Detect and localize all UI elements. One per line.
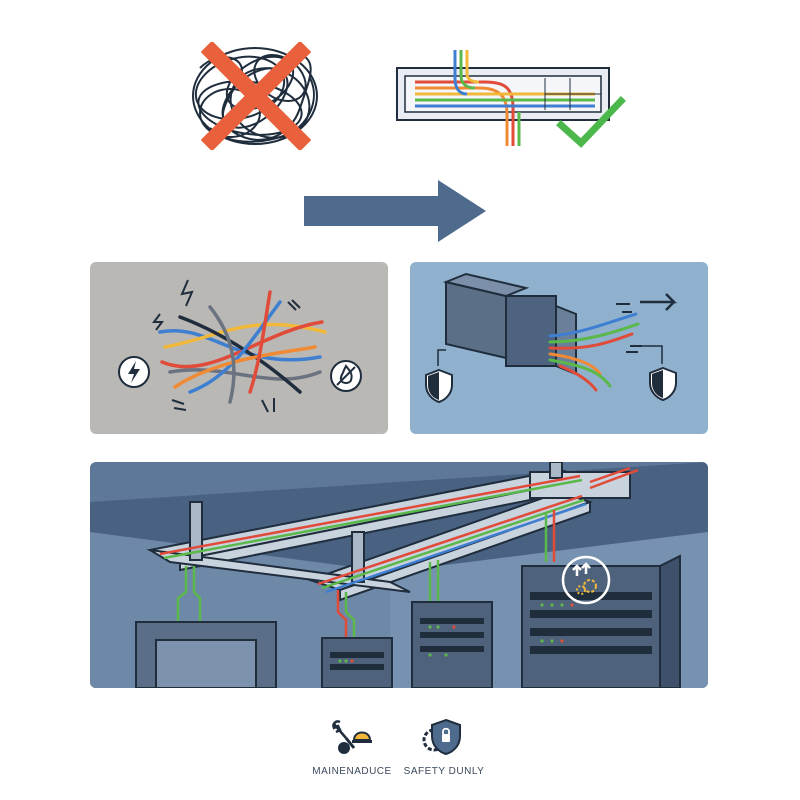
airflow-gears-icon [560,554,612,606]
shield-gear-icon [420,716,464,758]
wrench-helmet-icon [330,718,374,758]
right-arrow-icon [300,178,488,244]
shield-icon [648,366,678,402]
shield-icon [424,368,454,404]
organized-connector-panel [410,262,708,434]
electric-hazard-icon [116,354,152,390]
messy-wiring-panel [90,262,388,434]
fire-hazard-icon [328,358,364,394]
red-x-icon [198,42,314,150]
datacenter-cable-tray-panel [90,462,708,688]
safety-caption: SAFETY DUNLY [403,766,485,777]
green-check-icon [555,95,627,153]
maintenance-caption: MAINENADUCE [312,766,392,777]
organized-cable-tray-icon [395,48,615,148]
